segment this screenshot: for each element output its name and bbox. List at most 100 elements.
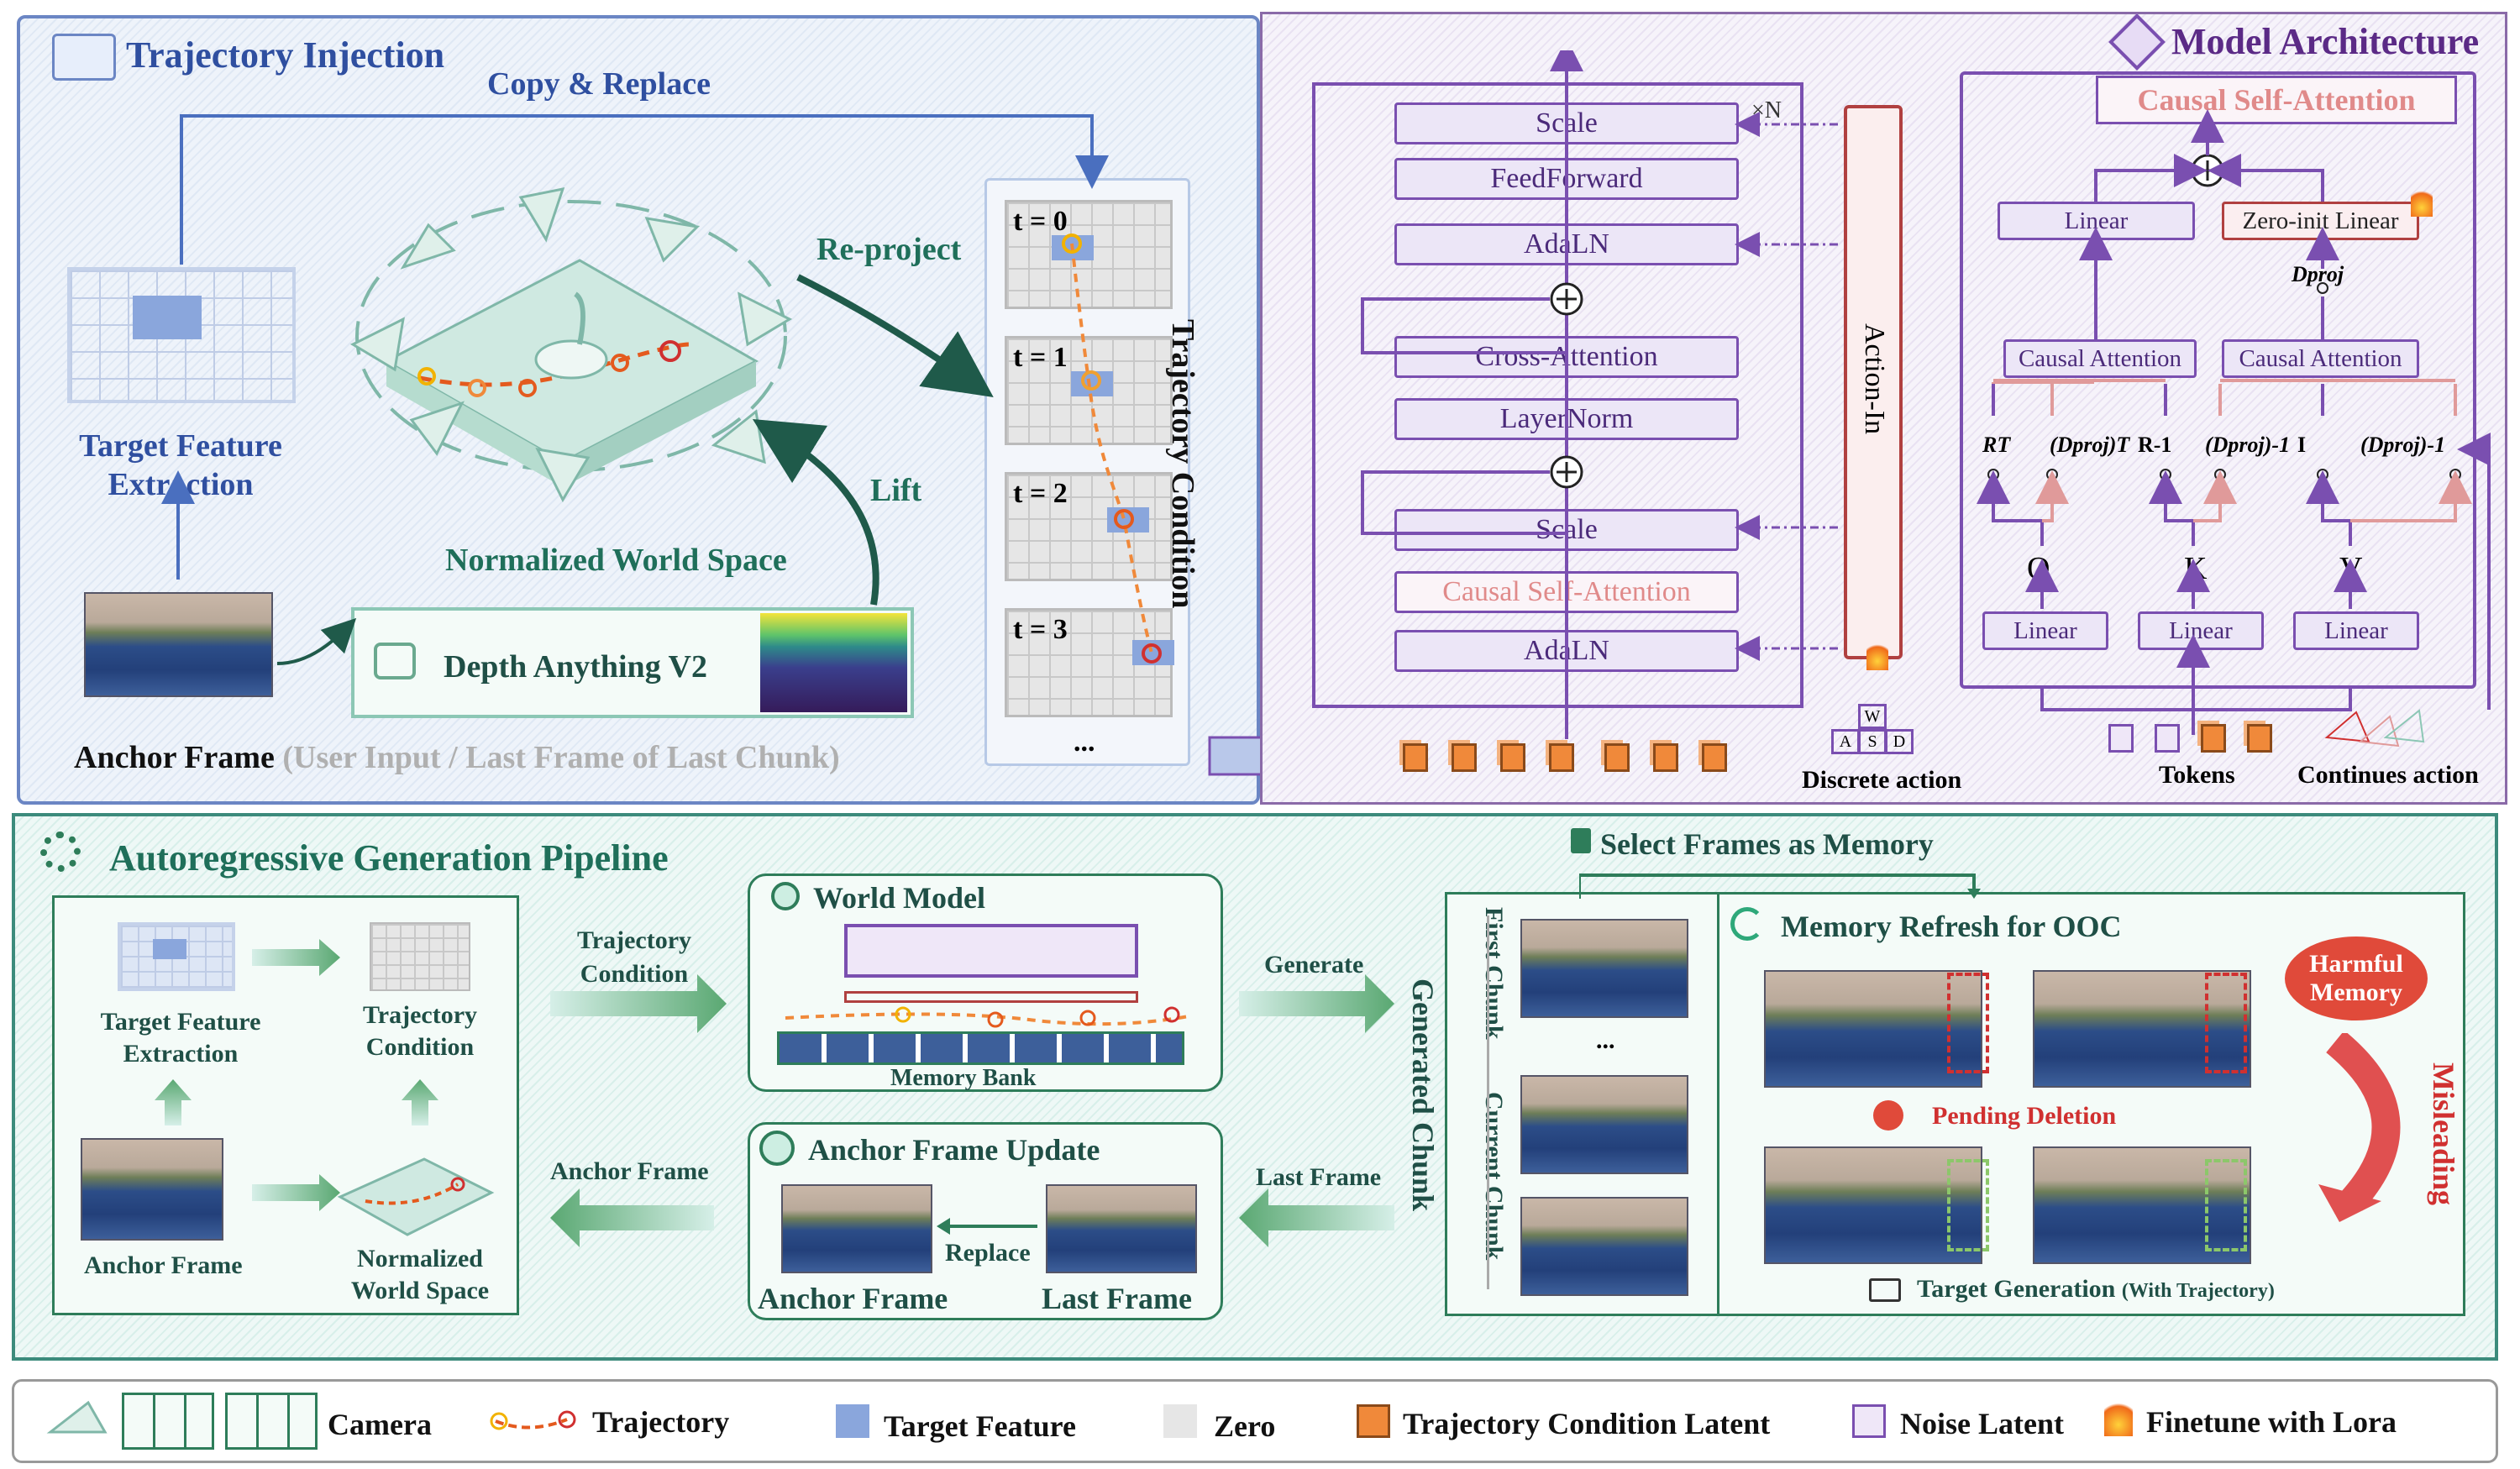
video-icon bbox=[1869, 1278, 1901, 1302]
memory-refresh-title: Memory Refresh for OOC bbox=[1781, 910, 2122, 943]
continuous-action-cameras-icon bbox=[2324, 709, 2425, 748]
attention-detail-block bbox=[1960, 71, 2476, 689]
camera-icon bbox=[535, 448, 591, 503]
model-architecture-title: Model Architecture bbox=[2171, 21, 2480, 62]
trajectory-condition-arrow-label: Trajectory Condition bbox=[576, 926, 692, 988]
timestep-3: t = 3 bbox=[1013, 614, 1068, 645]
trajectory-path bbox=[1062, 233, 1162, 664]
trajectory-condition-mini-stack bbox=[370, 922, 470, 991]
depth-map-image bbox=[760, 613, 907, 712]
attention-connections bbox=[1977, 109, 2491, 735]
legend-target-feature-swatch bbox=[836, 1404, 869, 1438]
memory-frame-harmful-1 bbox=[1764, 970, 1982, 1088]
pipeline-title: Autoregressive Generation Pipeline bbox=[109, 837, 669, 879]
action-in-label: Action-In bbox=[1859, 323, 1890, 435]
misleading-label: Misleading bbox=[2427, 1062, 2460, 1206]
current-chunk-label: Current Chunk bbox=[1480, 1092, 1508, 1261]
timestep-frame-0 bbox=[1005, 200, 1173, 309]
linear-out-box: Linear bbox=[1998, 202, 2195, 240]
harmful-highlight-2 bbox=[2205, 973, 2247, 1073]
last-frame-arrow-label: Last Frame bbox=[1256, 1163, 1382, 1191]
memory-divider bbox=[1717, 892, 1719, 1316]
tokens-label: Tokens bbox=[2159, 761, 2235, 789]
first-chunk-ellipsis: ... bbox=[1596, 1026, 1615, 1054]
key-a: A bbox=[1831, 729, 1860, 754]
trajectory-injection-arrows bbox=[161, 114, 1260, 776]
camera-icon bbox=[409, 401, 465, 456]
legend-finetune-lora: Finetune with Lora bbox=[2146, 1405, 2397, 1439]
legend-trajectory-latent-swatch bbox=[1357, 1404, 1390, 1438]
world-model-robot-icon bbox=[771, 882, 800, 910]
pipeline-anchor-frame-image bbox=[81, 1138, 223, 1241]
memory-bank-strip bbox=[777, 1031, 1184, 1065]
linear-v-box: Linear bbox=[2293, 611, 2419, 650]
camera-icon bbox=[644, 217, 701, 263]
target-highlight-1 bbox=[1947, 1159, 1989, 1251]
pipeline-target-feature-label: Target Feature Extraction bbox=[100, 1008, 261, 1068]
continues-action-label: Continues action bbox=[2297, 761, 2479, 789]
trajectory-condition-ellipsis: ... bbox=[1074, 727, 1095, 758]
pipeline-trajectory-condition-label: Trajectory Condition bbox=[362, 1001, 478, 1061]
lora-flame-icon bbox=[2411, 186, 2433, 217]
target-generation-note: (With Trajectory) bbox=[2121, 1280, 2275, 1302]
trajectory-latent-token bbox=[2247, 724, 2272, 753]
first-chunk-frame bbox=[1520, 919, 1688, 1018]
anchor-frame-image bbox=[84, 592, 273, 697]
depth-anything-label: Depth Anything V2 bbox=[444, 649, 707, 685]
trajectory-injection-title: Trajectory Injection bbox=[126, 34, 445, 76]
misleading-arrow bbox=[2318, 1033, 2401, 1222]
target-feature-mini-cell bbox=[153, 939, 186, 959]
anchor-frame-text: Anchor Frame bbox=[74, 740, 275, 775]
world-model-title: World Model bbox=[813, 881, 985, 915]
pending-deletion-label: Pending Deletion bbox=[1932, 1102, 2117, 1130]
attn-title-box: Causal Self-Attention bbox=[2096, 76, 2457, 124]
linear-q-box: Linear bbox=[1982, 611, 2108, 650]
target-frame-2 bbox=[2033, 1146, 2251, 1264]
replace-arrow bbox=[937, 1218, 1037, 1235]
memory-bank-label: Memory Bank bbox=[890, 1065, 1037, 1091]
legend-target-feature: Target Feature bbox=[884, 1409, 1076, 1443]
key-s: S bbox=[1858, 729, 1887, 754]
key-d: D bbox=[1885, 729, 1914, 754]
transformer-block bbox=[1312, 82, 1803, 708]
legend-noise-latent: Noise Latent bbox=[1900, 1407, 2064, 1440]
transformer-connections bbox=[1361, 50, 1838, 739]
legend-zero: Zero bbox=[1214, 1409, 1276, 1443]
world-model-bar bbox=[844, 991, 1138, 1003]
camera-icon bbox=[518, 187, 565, 243]
target-frame-1 bbox=[1764, 1146, 1982, 1264]
trash-icon bbox=[1873, 1100, 1903, 1131]
target-highlight-2 bbox=[2205, 1159, 2247, 1251]
trajectory-latent-token bbox=[1403, 743, 1428, 772]
re-project-label: Re-project bbox=[816, 232, 962, 267]
camera-icon bbox=[400, 223, 456, 270]
update-anchor-frame-image bbox=[781, 1184, 932, 1273]
world-model-trajectory bbox=[785, 1006, 1189, 1028]
timestep-2: t = 2 bbox=[1013, 478, 1068, 509]
trajectory-latent-token bbox=[1452, 743, 1477, 772]
normalized-world-space-label: Normalized World Space bbox=[445, 543, 787, 578]
key-w: W bbox=[1858, 704, 1887, 729]
noise-latent-token bbox=[2108, 724, 2134, 753]
trajectory-latent-token bbox=[1604, 743, 1630, 772]
update-last-frame-label: Last Frame bbox=[1042, 1282, 1192, 1315]
rt-label: RT bbox=[1982, 433, 2011, 457]
timestep-0: t = 0 bbox=[1013, 206, 1068, 237]
update-last-frame-image bbox=[1046, 1184, 1197, 1273]
robot-icon bbox=[374, 643, 416, 679]
legend-wasd-icon bbox=[225, 1393, 318, 1450]
pipeline-normalized-world-space-label: Normalized World Space bbox=[350, 1245, 490, 1304]
pipeline-world-space-graphic bbox=[337, 1157, 495, 1236]
trajectory-latent-token bbox=[1549, 743, 1574, 772]
select-frames-title: Select Frames as Memory bbox=[1600, 827, 1934, 861]
legend-noise-latent-swatch bbox=[1852, 1404, 1886, 1438]
trajectory-latent-token bbox=[1500, 743, 1525, 772]
trajectory-latent-token bbox=[2201, 724, 2226, 753]
dproj-label: Dproj bbox=[2292, 262, 2344, 286]
trajectory-injection-icon bbox=[52, 34, 116, 81]
harmful-highlight-1 bbox=[1947, 973, 1989, 1073]
target-feature-highlight bbox=[133, 296, 202, 339]
dproj-inv-label-2: (Dproj)-1 bbox=[2360, 433, 2446, 457]
legend-arrow-keys-icon bbox=[122, 1393, 214, 1450]
normalized-world-space-graphic bbox=[355, 200, 787, 487]
